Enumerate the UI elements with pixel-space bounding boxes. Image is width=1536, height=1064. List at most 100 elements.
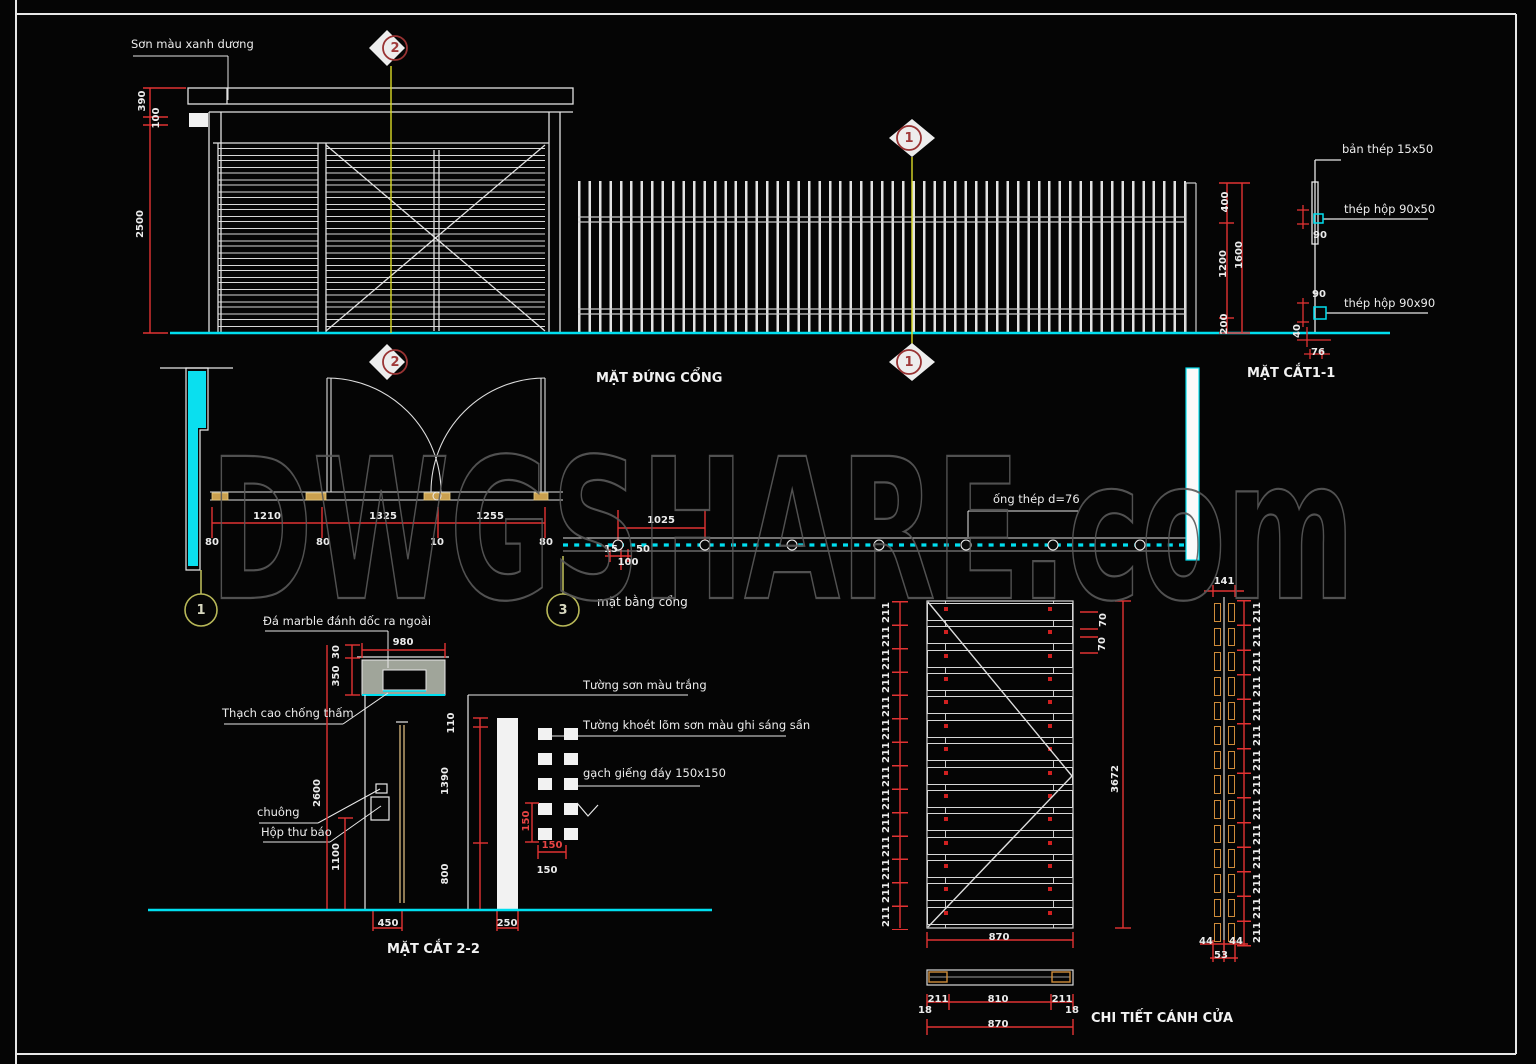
dim-450: 450 [377,918,399,929]
strip-dim: 211 [1251,872,1263,894]
wall-recess-label: Tường khoét lõm sơn màu ghi sáng sần [583,718,811,732]
brick-squares [538,728,578,840]
strip-row [1214,896,1235,921]
dim-70a: 70 [1098,613,1109,627]
strip-row [1214,920,1235,945]
fence-bars [578,181,1186,333]
wall-white-label: Tường sơn màu trắng [583,678,707,692]
strip-row [1214,871,1235,896]
dim-50: 50 [636,544,650,555]
plan-marker-3: 3 [558,603,568,618]
bell-label: chuông [257,805,300,819]
dim-90b: 90 [1312,289,1326,300]
door-slat [927,648,1073,671]
dim-1200: 1200 [1218,250,1229,278]
pipe-circles [612,539,1146,551]
dim-70b: 70 [1097,637,1108,651]
fence-rails [578,182,1197,333]
mailbox-label: Hộp thư báo [261,825,332,839]
strip-row [1214,723,1235,748]
gate-left-leaf-slats [218,148,318,331]
dim-1600: 1600 [1234,241,1245,269]
dim-200: 200 [1219,313,1230,335]
dim-44b: 44 [1229,936,1243,947]
strip-dim: 211 [1251,725,1263,746]
pipe-leader [967,510,1078,537]
section22-detail [148,630,786,931]
strip-dim: 211 [1251,922,1263,944]
marker-1-top: 1 [904,131,914,146]
dim-15: 15 [604,544,618,555]
marble-label: Đá marble đánh dốc ra ngoài [263,614,432,628]
dim-211b: 211 [1051,994,1073,1005]
dim-250: 250 [496,918,518,929]
strip-row [1214,822,1235,847]
strip-dim: 211 [1251,601,1263,623]
door-slat-dim: 211 [880,765,892,787]
dim-2600: 2600 [312,779,323,807]
door-slat-dim: 211 [880,812,892,834]
dim-980: 980 [392,637,414,648]
plan-marker-1: 1 [196,603,206,618]
section22-title: MẶT CẮT 2-2 [387,942,480,957]
dim-2500: 2500 [135,210,146,238]
dim-3672: 3672 [1110,765,1121,793]
strip-row [1214,699,1235,724]
door-slat-dim: 211 [880,602,892,624]
dim-1390: 1390 [440,767,451,795]
door-slat-dim: 211 [880,905,892,927]
plan-title: mặt bằng cổng [597,595,688,609]
dim-100-plan: 100 [617,557,639,568]
strip-row [1214,674,1235,699]
dim-870: 870 [988,932,1010,943]
dim-53: 53 [1214,950,1228,961]
strip-dim: 211 [1251,848,1263,870]
elevation-title: MẶT ĐỨNG CỔNG [596,371,723,386]
section11-detail [1297,159,1428,359]
marker-1-bottom: 1 [904,355,914,370]
strip-dim: 211 [1251,799,1263,820]
strip-row [1214,748,1235,773]
door-upright-line [945,601,946,928]
door-detail-title: CHI TIẾT CÁNH CỬA [1091,1011,1234,1026]
dim-30: 30 [331,645,342,659]
door-slat-dim: 211 [880,882,892,904]
section11-title: MẶT CẮT1-1 [1247,366,1336,381]
door-slat-dim: 211 [880,695,892,717]
strip-dim: 211 [1251,651,1263,673]
dim-90a: 90 [1313,230,1327,241]
door-slat-dim: 211 [880,789,892,810]
dim-1255: 1255 [476,511,504,522]
sheet-frame [15,0,1517,1064]
dim-44a: 44 [1199,936,1213,947]
dim-10: 10 [430,537,444,548]
door-slat-dim: 211 [880,835,892,857]
dim-18a: 18 [918,1005,932,1016]
strip-row [1214,772,1235,797]
dim-110: 110 [446,712,457,734]
strip-dim: 211 [1251,897,1263,919]
dim-870-section: 870 [987,1019,1009,1030]
dim-80c: 80 [539,537,553,548]
strip-dim: 211 [1251,700,1263,722]
door-slat-dim: 211 [880,648,892,670]
brick-label: gạch giếng đáy 150x150 [583,766,726,780]
plan-view [160,367,1200,627]
door-side-strip [1214,600,1235,945]
strip-dim: 211 [1251,749,1263,771]
elevation-dim-lines [143,87,1250,334]
strip-dim: 211 [1251,774,1263,796]
door-slat-dim: 211 [880,742,892,764]
dim-150-horiz: 150 [541,840,563,851]
white-wall-column [497,718,518,910]
strip-row [1214,846,1235,871]
dim-100: 100 [151,107,162,129]
dim-150-vert: 150 [521,810,532,832]
dim-18b: 18 [1065,1005,1079,1016]
door-upright-line [1053,601,1054,928]
strip-row [1214,649,1235,674]
strip-dim: 211 [1251,675,1263,697]
